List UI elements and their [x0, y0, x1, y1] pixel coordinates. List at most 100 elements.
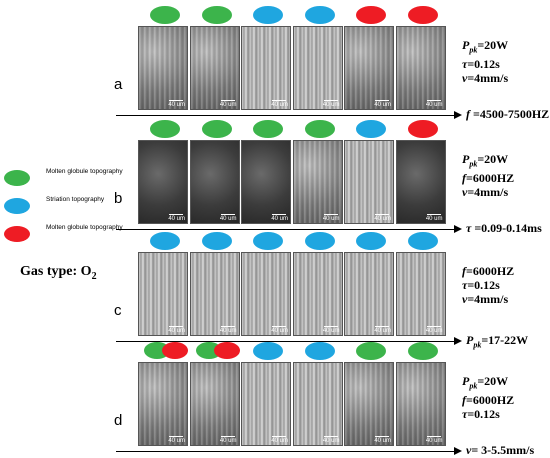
- green-dot-icon: [4, 170, 30, 186]
- axis-arrow-line: [116, 115, 456, 116]
- red-dot-icon: [356, 6, 386, 24]
- arrow-head-icon: [454, 447, 462, 455]
- scale-bar: [323, 326, 338, 327]
- scale-bar: [169, 100, 183, 101]
- parameter-line: τ=0.12s: [462, 407, 500, 422]
- blue-dot-icon: [253, 232, 283, 250]
- axis-arrow-line: [116, 451, 456, 452]
- scale-bar: [169, 214, 183, 215]
- blue-dot-icon: [407, 232, 438, 250]
- red-dot-icon: [162, 342, 188, 359]
- parameter-line: f=6000HZ: [462, 264, 515, 278]
- parameter-line: ν=4mm/s: [462, 71, 509, 86]
- parameter-line: Ppk=20W: [462, 152, 509, 169]
- scale-label: 40 um: [271, 328, 288, 334]
- sem-image: 40 um: [189, 252, 240, 336]
- sem-image: 40 um: [344, 140, 394, 224]
- scale-label: 40 um: [374, 438, 391, 444]
- sem-image: 40 um: [138, 362, 188, 446]
- scale-label: 40 um: [219, 438, 237, 444]
- parameter-line: Ppk=20W: [462, 374, 509, 391]
- gas-type-label: Gas type: O2: [20, 264, 97, 282]
- parameter-line: f=6000HZ: [462, 393, 515, 408]
- green-dot-icon: [407, 342, 438, 360]
- scale-label: 40 um: [425, 216, 443, 222]
- blue-dot-icon: [356, 232, 386, 250]
- sem-image: 40 um: [344, 362, 394, 446]
- scale-bar: [375, 214, 389, 215]
- sem-image: 40 um: [241, 252, 291, 336]
- sem-image: 40 um: [395, 252, 446, 336]
- axis-label: f =4500-7500HZ: [466, 107, 550, 121]
- scale-label: 40 um: [219, 328, 237, 334]
- axis-label: Ppk=17-22W: [466, 333, 529, 350]
- sem-image: 40 um: [344, 26, 394, 110]
- scale-label: 40 um: [425, 102, 443, 108]
- axis-arrow-line: [116, 229, 456, 230]
- scale-label: 40 um: [425, 438, 443, 444]
- blue-dot-icon: [356, 120, 386, 138]
- row-letter: d: [114, 412, 123, 429]
- blue-dot-icon: [253, 6, 283, 24]
- green-dot-icon: [201, 6, 232, 24]
- scale-label: 40 um: [271, 102, 288, 108]
- sem-image: 40 um: [292, 26, 343, 110]
- scale-label: 40 um: [168, 102, 185, 108]
- parameter-line: Ppk=20W: [462, 38, 509, 55]
- scale-label: 40 um: [374, 216, 391, 222]
- blue-dot-icon: [150, 232, 180, 250]
- green-dot-icon: [150, 6, 180, 24]
- row-letter: b: [114, 190, 123, 207]
- parameter-line: ν=4mm/s: [462, 185, 509, 200]
- legend-label: Striation topography: [46, 196, 105, 203]
- sem-image: 40 um: [241, 362, 291, 446]
- scale-bar: [426, 326, 441, 327]
- scale-bar: [426, 100, 441, 101]
- scale-label: 40 um: [168, 216, 185, 222]
- sem-image: 40 um: [292, 362, 343, 446]
- blue-dot-icon: [304, 342, 335, 360]
- blue-dot-icon: [253, 342, 283, 360]
- scale-label: 40 um: [168, 438, 185, 444]
- parameter-line: ν=4mm/s: [462, 292, 509, 306]
- row-letter: a: [114, 76, 123, 93]
- sem-image: 40 um: [189, 26, 240, 110]
- scale-label: 40 um: [271, 216, 288, 222]
- green-dot-icon: [150, 120, 180, 138]
- scale-label: 40 um: [219, 216, 237, 222]
- scale-label: 40 um: [322, 216, 340, 222]
- sem-image: 40 um: [138, 26, 188, 110]
- scale-label: 40 um: [374, 328, 391, 334]
- red-dot-icon: [213, 342, 240, 359]
- blue-dot-icon: [4, 198, 30, 214]
- scale-bar: [375, 100, 389, 101]
- green-dot-icon: [304, 120, 335, 138]
- scale-label: 40 um: [322, 438, 340, 444]
- sem-image: 40 um: [292, 140, 343, 224]
- scale-bar: [220, 100, 235, 101]
- sem-image: 40 um: [395, 140, 446, 224]
- scale-label: 40 um: [374, 102, 391, 108]
- scale-bar: [272, 326, 286, 327]
- scale-bar: [169, 326, 183, 327]
- scale-label: 40 um: [271, 438, 288, 444]
- green-dot-icon: [356, 342, 386, 360]
- sem-image: 40 um: [138, 140, 188, 224]
- red-dot-icon: [4, 226, 30, 242]
- sem-image: 40 um: [189, 362, 240, 446]
- arrow-head-icon: [454, 225, 462, 233]
- sem-image: 40 um: [138, 252, 188, 336]
- green-dot-icon: [253, 120, 283, 138]
- blue-dot-icon: [304, 6, 335, 24]
- parameter-line: τ=0.12s: [462, 278, 500, 292]
- scale-bar: [272, 214, 286, 215]
- sem-image: 40 um: [189, 140, 240, 224]
- red-dot-icon: [407, 6, 438, 24]
- scale-label: 40 um: [168, 328, 185, 334]
